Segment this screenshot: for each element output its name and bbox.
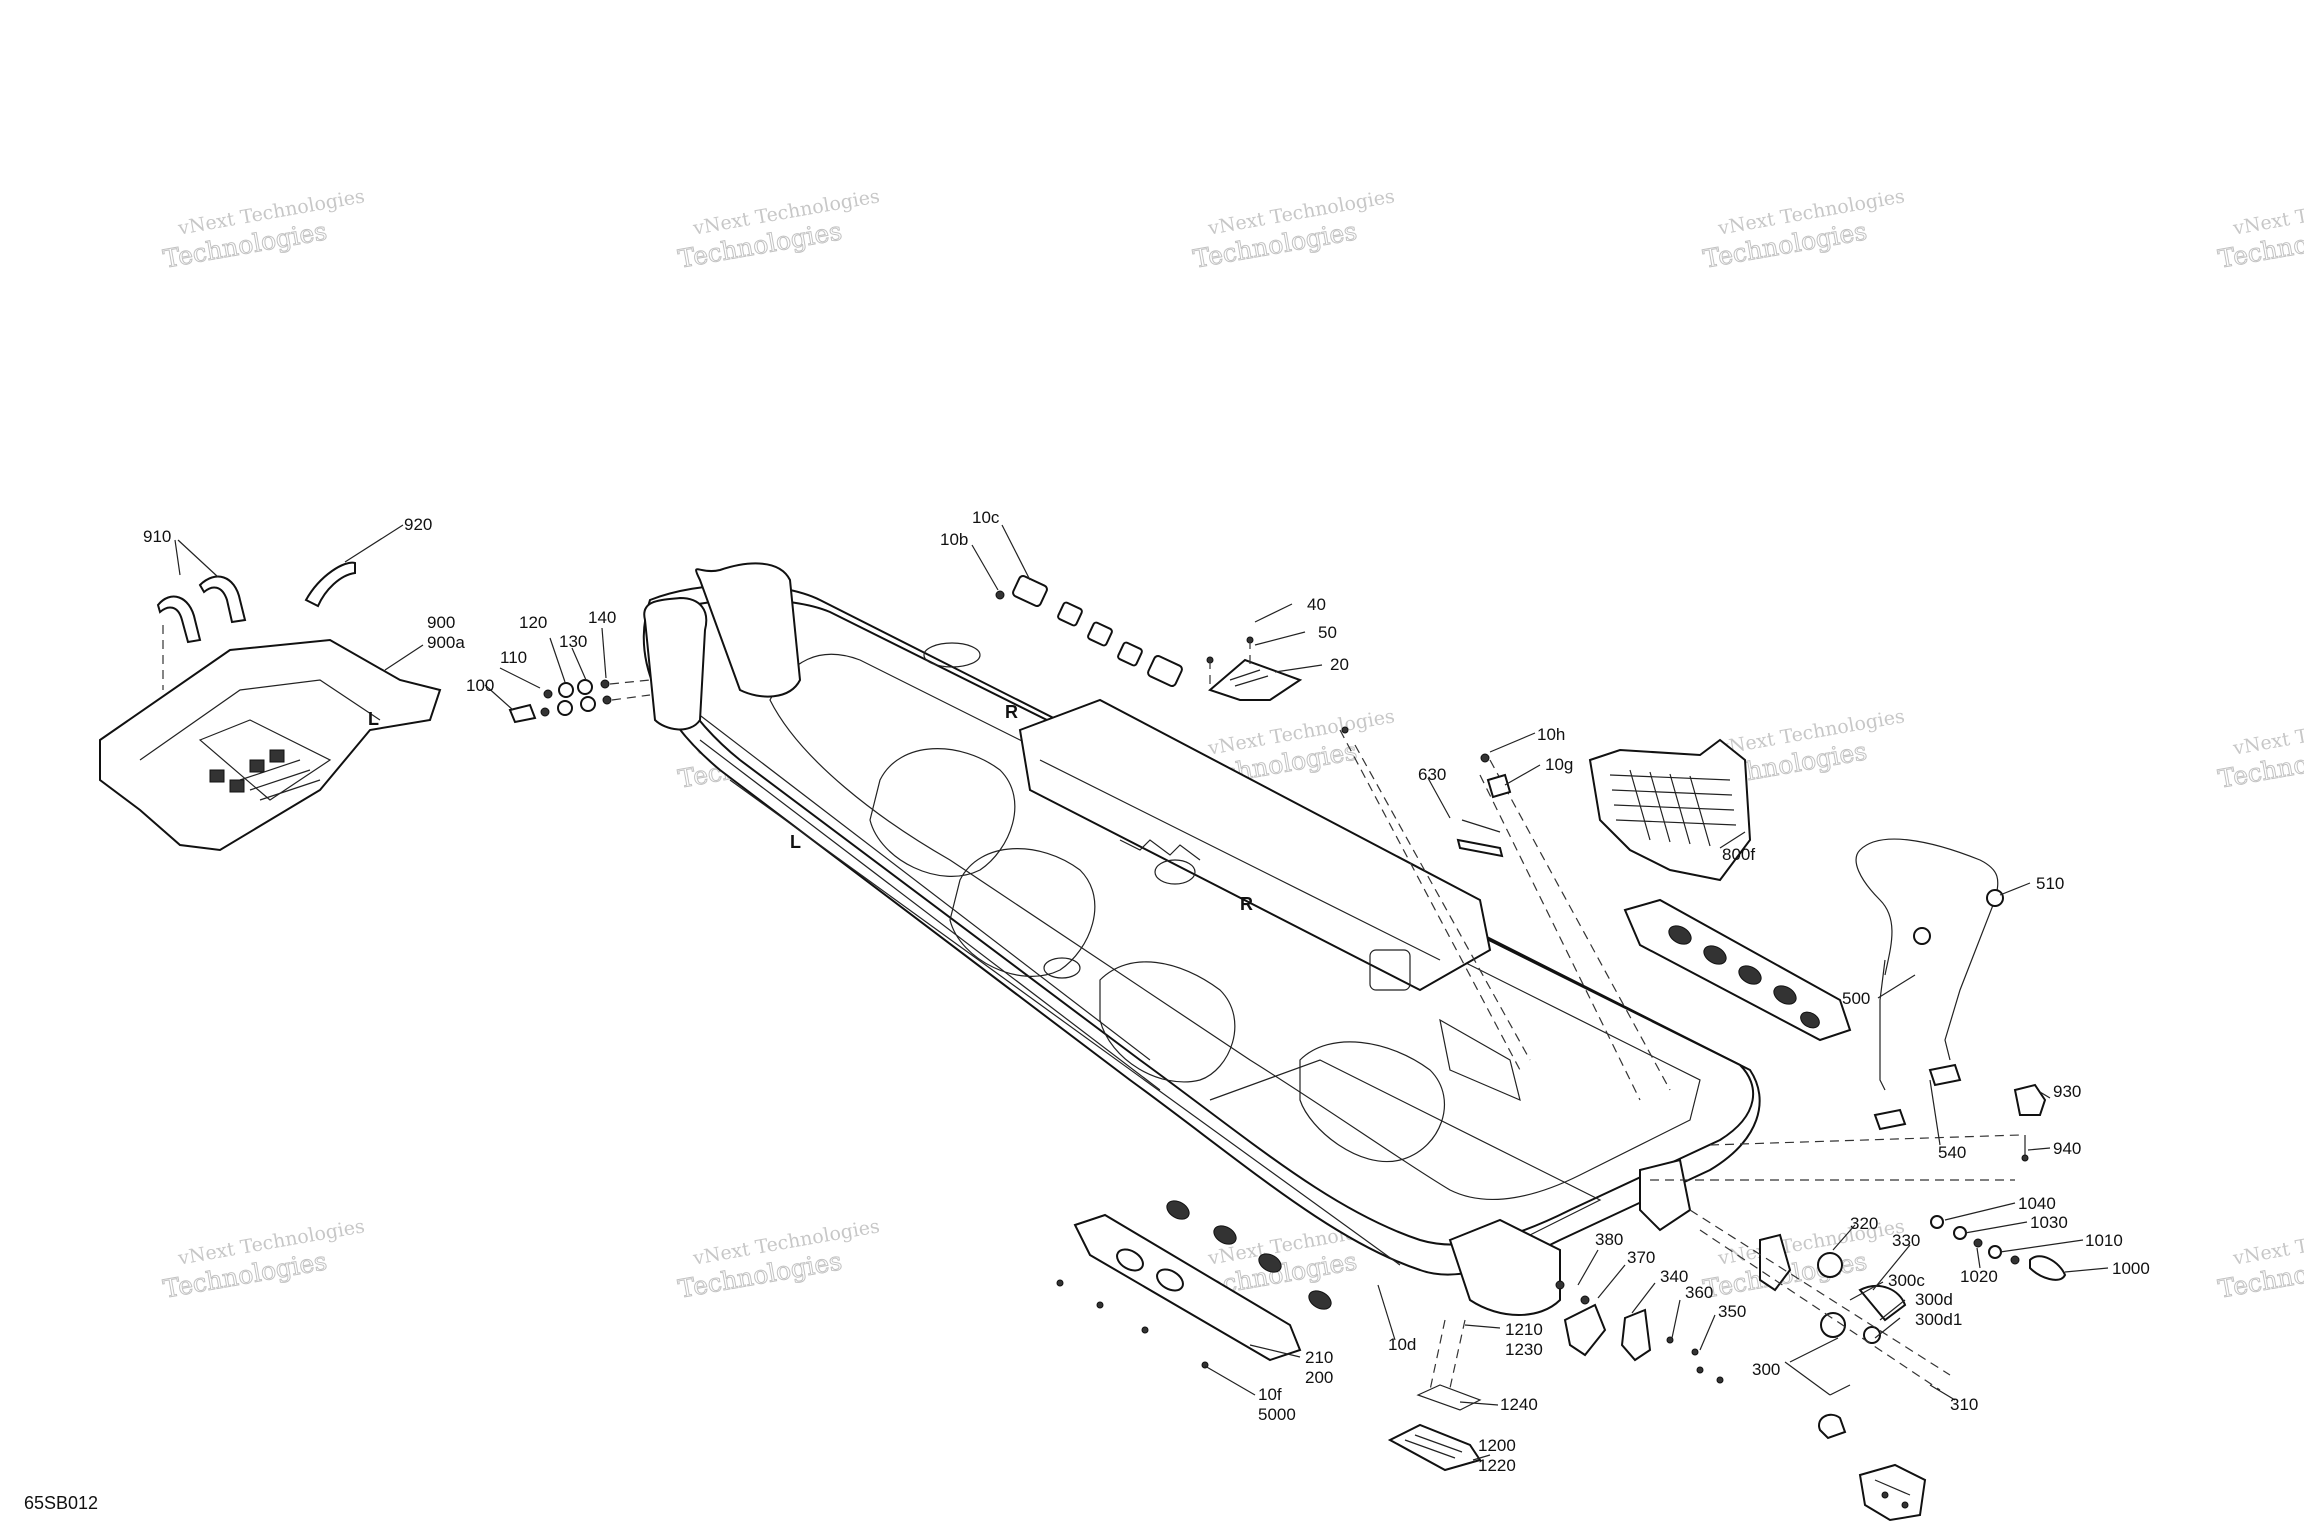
label-510: 510: [2036, 874, 2064, 893]
hardware-1000-1040: [1930, 1215, 2067, 1281]
callout-lines: [174, 524, 2109, 1461]
label-10h: 10h: [1537, 725, 1565, 744]
platform-letter: L: [368, 709, 379, 729]
label-10f: 10f: [1258, 1385, 1282, 1404]
label-1030: 1030: [2030, 1213, 2068, 1232]
label-380: 380: [1595, 1230, 1623, 1249]
label-320: 320: [1850, 1214, 1878, 1233]
label-540: 540: [1938, 1143, 1966, 1162]
handle-910-right: [198, 575, 247, 624]
label-300c: 300c: [1888, 1271, 1925, 1290]
label-10g: 10g: [1545, 755, 1573, 774]
label-10d: 10d: [1388, 1335, 1416, 1354]
label-1220: 1220: [1478, 1456, 1516, 1475]
label-110: 110: [500, 648, 527, 667]
label-1200: 1200: [1478, 1436, 1516, 1455]
label-370: 370: [1627, 1248, 1655, 1267]
hull-letter-r-floor: R: [1240, 894, 1253, 914]
bracket-bottom-right: [1818, 1413, 1927, 1522]
label-360: 360: [1685, 1283, 1713, 1302]
label-50: 50: [1318, 623, 1337, 642]
pump-parts-300: [1689, 1209, 1951, 1391]
label-930: 930: [2053, 1082, 2081, 1101]
label-310: 310: [1950, 1395, 1978, 1414]
handle-910-left: [156, 595, 202, 644]
label-40: 40: [1307, 595, 1326, 614]
label-630: 630: [1418, 765, 1446, 784]
label-300: 300: [1752, 1360, 1780, 1379]
label-5000: 5000: [1258, 1405, 1296, 1424]
label-900a: 900a: [427, 633, 465, 652]
label-300d: 300d: [1915, 1290, 1953, 1309]
label-1240: 1240: [1500, 1395, 1538, 1414]
label-100: 100: [466, 676, 494, 695]
label-340: 340: [1660, 1267, 1688, 1286]
label-140: 140: [588, 608, 616, 627]
pads-1200-1240: [1387, 1319, 1482, 1472]
hose-500-510: [1855, 838, 2004, 1131]
figure-code: 65SB012: [24, 1493, 98, 1513]
label-920: 920: [404, 515, 432, 534]
label-210: 210: [1305, 1348, 1333, 1367]
part-20: [1206, 636, 1303, 701]
label-1210: 1210: [1505, 1320, 1543, 1339]
label-10b: 10b: [940, 530, 968, 549]
label-130: 130: [559, 632, 587, 651]
label-330: 330: [1892, 1231, 1920, 1250]
hull: R L R: [642, 562, 1761, 1316]
label-900: 900: [427, 613, 455, 632]
label-500: 500: [1842, 989, 1870, 1008]
label-1230: 1230: [1505, 1340, 1543, 1359]
parts-10h-10g-630: [1341, 726, 1512, 858]
label-300d1: 300d1: [1915, 1310, 1962, 1329]
label-1000: 1000: [2112, 1259, 2150, 1278]
rear-platform-900: L: [99, 638, 442, 852]
hull-letter-r-top: R: [1005, 702, 1018, 722]
label-1020: 1020: [1960, 1267, 1998, 1286]
label-910: 910: [143, 527, 171, 546]
console-pod-800f: [1588, 738, 1752, 882]
part-930-940: [2013, 1083, 2047, 1162]
sponson-right: [1623, 898, 1852, 1042]
callout-labels: 910 920 900 900a 140 120 130 110 100 10c…: [143, 508, 2150, 1475]
label-20: 20: [1330, 655, 1349, 674]
sponson-left-200: [1056, 1200, 1332, 1369]
label-10c: 10c: [972, 508, 1000, 527]
clip-set-10c: [995, 575, 1183, 687]
label-940: 940: [2053, 1139, 2081, 1158]
label-120: 120: [519, 613, 547, 632]
label-1010: 1010: [2085, 1231, 2123, 1250]
hardware-100-140: [508, 679, 651, 724]
label-800f: 800f: [1722, 845, 1755, 864]
label-350: 350: [1718, 1302, 1746, 1321]
hull-letter-l: L: [790, 832, 801, 852]
label-200: 200: [1305, 1368, 1333, 1387]
label-1040: 1040: [2018, 1194, 2056, 1213]
parts-340-380: [1555, 1280, 1724, 1384]
handle-920: [304, 561, 356, 608]
